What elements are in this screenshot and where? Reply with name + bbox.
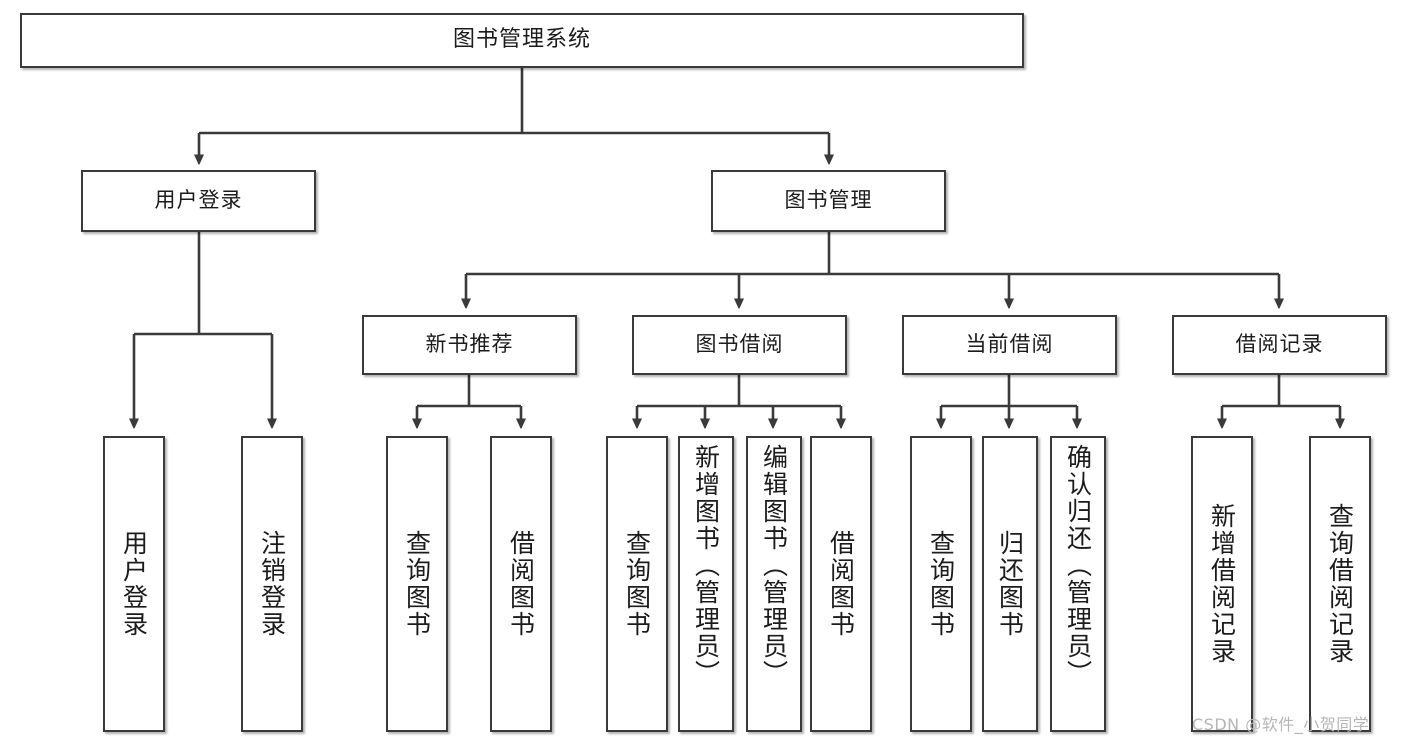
node-label: 用户登录 (154, 188, 243, 213)
node-label: 当前借阅 (965, 332, 1054, 357)
node-label: 借阅图书 (506, 530, 536, 638)
node-label: 注销登录 (257, 530, 287, 638)
leaf-current-return-book[interactable]: 归还图书 (982, 436, 1038, 732)
node-book-borrow[interactable]: 图书借阅 (632, 315, 847, 375)
leaf-borrow-borrow-book[interactable]: 借阅图书 (810, 436, 872, 732)
leaf-current-query-book[interactable]: 查询图书 (910, 436, 972, 732)
node-label: 图书借阅 (695, 332, 784, 357)
node-label: 归还图书 (995, 530, 1025, 638)
node-label: 查询图书 (402, 530, 432, 638)
node-user-login[interactable]: 用户登录 (81, 170, 316, 232)
node-label: 查询图书 (622, 530, 652, 638)
node-book-management[interactable]: 图书管理 (711, 170, 946, 232)
node-label: 查询借阅记录 (1325, 503, 1355, 665)
leaf-borrow-edit-book-admin[interactable]: 编辑图书（管理员） (746, 436, 802, 732)
node-label: 借阅图书 (826, 530, 856, 638)
leaf-current-confirm-return-admin[interactable]: 确认归还（管理员） (1050, 436, 1106, 732)
leaf-record-add-record[interactable]: 新增借阅记录 (1191, 436, 1253, 732)
leaf-user-login-signin[interactable]: 用户登录 (103, 436, 165, 732)
node-label: 新增借阅记录 (1207, 503, 1237, 665)
node-current-borrow[interactable]: 当前借阅 (902, 315, 1117, 375)
node-label: 查询图书 (926, 530, 956, 638)
node-new-book-recommend[interactable]: 新书推荐 (362, 315, 577, 375)
node-root-system[interactable]: 图书管理系统 (20, 13, 1024, 68)
node-label: 新增图书（管理员） (691, 444, 721, 687)
node-label: 用户登录 (119, 530, 149, 638)
node-label: 借阅记录 (1235, 332, 1324, 357)
leaf-recommend-query-book[interactable]: 查询图书 (386, 436, 448, 732)
leaf-borrow-query-book[interactable]: 查询图书 (606, 436, 668, 732)
leaf-borrow-add-book-admin[interactable]: 新增图书（管理员） (678, 436, 734, 732)
node-label: 确认归还（管理员） (1063, 444, 1093, 687)
leaf-record-query-record[interactable]: 查询借阅记录 (1309, 436, 1371, 732)
node-label: 编辑图书（管理员） (759, 444, 789, 687)
leaf-user-login-signout[interactable]: 注销登录 (241, 436, 303, 732)
node-label: 图书管理 (784, 188, 873, 213)
leaf-recommend-borrow-book[interactable]: 借阅图书 (490, 436, 552, 732)
node-borrow-record[interactable]: 借阅记录 (1172, 315, 1387, 375)
node-label: 新书推荐 (425, 332, 514, 357)
node-label: 图书管理系统 (452, 27, 591, 53)
